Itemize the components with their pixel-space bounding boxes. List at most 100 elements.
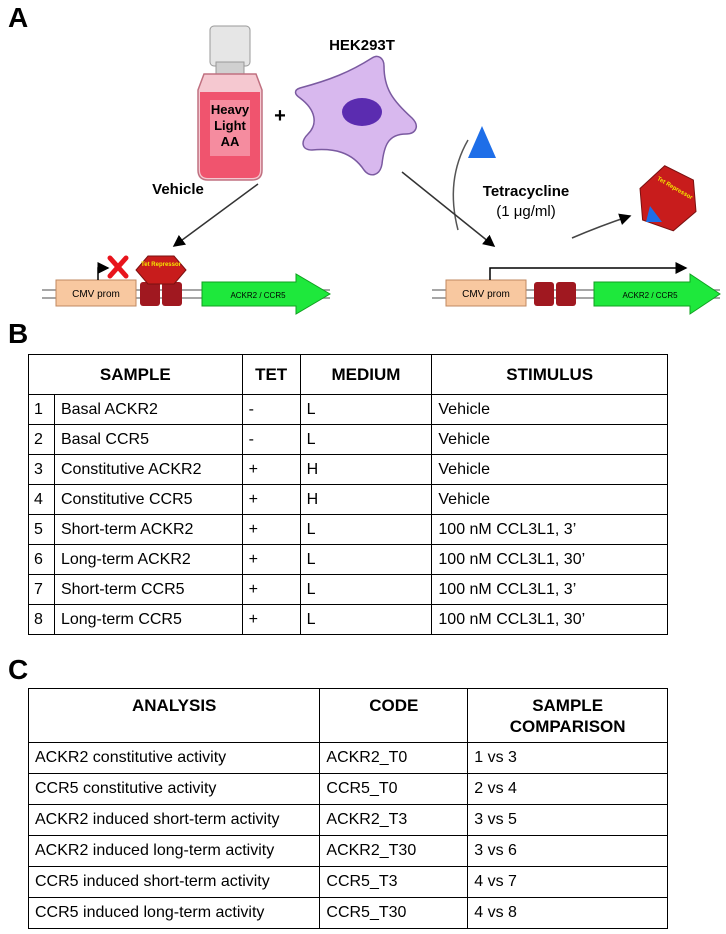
analysis-comparison: 3 vs 5 [467, 804, 668, 836]
table-row: ACKR2 induced short-term activity ACKR2_… [27, 804, 668, 836]
sample-name: Basal CCR5 [53, 424, 243, 455]
sample-number: 8 [28, 604, 55, 635]
tet-induction-diagram: Heavy Light AA + HEK293T Tetracycline (1… [42, 25, 721, 315]
bottle-neck [215, 61, 245, 75]
tss-arrow [97, 262, 110, 280]
construct-induced: CMV prom ACKR2 / CCR5 [432, 262, 721, 315]
tet-operator-1 [140, 282, 160, 306]
block-x-icon [107, 255, 129, 279]
transcription-arrow [489, 262, 688, 280]
header-sample-comparison: SAMPLE COMPARISON [467, 688, 668, 743]
sample-name: Basal ACKR2 [53, 394, 243, 425]
bound-tetracycline-icon [646, 206, 662, 222]
table-row: 2 Basal CCR5 - L Vehicle [28, 424, 668, 455]
release-arrow [571, 213, 632, 239]
sample-stimulus: 100 nM CCL3L1, 3’ [431, 574, 668, 605]
sample-number: 2 [28, 424, 55, 455]
cmv-promoter-label-right: CMV prom [462, 289, 510, 300]
table-row: CCR5 constitutive activity CCR5_T0 2 vs … [27, 773, 668, 805]
sample-name: Short-term ACKR2 [53, 514, 243, 545]
sample-number: 4 [28, 484, 55, 515]
panel-label-a: A [8, 2, 29, 33]
sample-number: 6 [28, 544, 55, 575]
analysis-name: CCR5 induced long-term activity [27, 897, 321, 929]
sample-stimulus: 100 nM CCL3L1, 30’ [431, 604, 668, 635]
tet-operator-right-1 [534, 282, 554, 306]
table-row: 7 Short-term CCR5 + L 100 nM CCL3L1, 3’ [28, 574, 668, 605]
vehicle-arrow [172, 183, 259, 247]
header-stimulus: STIMULUS [431, 354, 668, 395]
panel-label-c: C [8, 654, 29, 685]
analysis-code: CCR5_T3 [319, 866, 469, 898]
analysis-name: CCR5 constitutive activity [27, 773, 321, 805]
header-medium: MEDIUM [299, 354, 433, 395]
sample-tet: - [241, 424, 301, 455]
plus-sign: + [274, 105, 286, 127]
analysis-comparison: 4 vs 7 [467, 866, 668, 898]
sample-name: Short-term CCR5 [53, 574, 243, 605]
sample-medium: L [299, 514, 433, 545]
analysis-table-header-row: ANALYSIS CODE SAMPLE COMPARISON [27, 688, 668, 743]
released-repressor-hexagon [639, 165, 697, 232]
sample-number: 7 [28, 574, 55, 605]
sample-medium: L [299, 604, 433, 635]
sample-stimulus: Vehicle [431, 484, 668, 515]
analysis-code: CCR5_T30 [319, 897, 469, 929]
table-row: 1 Basal ACKR2 - L Vehicle [28, 394, 668, 425]
bottle-label-light: Light [214, 118, 246, 133]
sample-medium: H [299, 484, 433, 515]
bottle-label-heavy: Heavy [211, 102, 250, 117]
sample-tet: + [241, 574, 301, 605]
sample-medium: L [299, 574, 433, 605]
sample-tet: + [241, 604, 301, 635]
analysis-comparison: 1 vs 3 [467, 742, 668, 774]
sample-number: 3 [28, 454, 55, 485]
table-row: ACKR2 constitutive activity ACKR2_T0 1 v… [27, 742, 668, 774]
tetracycline-arrow [401, 171, 496, 247]
header-sample-comparison-line1: SAMPLE [532, 695, 604, 715]
sample-stimulus: Vehicle [431, 454, 668, 485]
tetracycline-label: Tetracycline [483, 183, 569, 200]
analysis-comparison: 3 vs 6 [467, 835, 668, 867]
bound-tet-repressor [135, 255, 187, 285]
bound-repressor-label: Tet Repressor [141, 262, 182, 268]
analysis-comparison: 4 vs 8 [467, 897, 668, 929]
sample-medium: H [299, 454, 433, 485]
tetracycline-dose-label: (1 μg/ml) [496, 203, 555, 220]
gene-arrow-right [593, 273, 721, 315]
vehicle-label: Vehicle [152, 181, 204, 198]
bottle-label-aa: AA [221, 134, 240, 149]
header-code: CODE [319, 688, 469, 743]
bottle-label-panel [210, 100, 250, 156]
table-row: CCR5 induced long-term activity CCR5_T30… [27, 897, 668, 929]
sample-name: Long-term CCR5 [53, 604, 243, 635]
sample-tet: - [241, 394, 301, 425]
table-row: 4 Constitutive CCR5 + H Vehicle [28, 484, 668, 515]
sample-table-header-row: SAMPLE TET MEDIUM STIMULUS [28, 354, 668, 395]
analysis-code: CCR5_T0 [319, 773, 469, 805]
analysis-name: CCR5 induced short-term activity [27, 866, 321, 898]
cmv-promoter [55, 279, 137, 307]
analysis-name: ACKR2 induced short-term activity [27, 804, 321, 836]
construct-repressed: CMV prom Tet Repressor ACKR2 / CCR5 [42, 255, 331, 315]
sample-name: Long-term ACKR2 [53, 544, 243, 575]
analysis-table: ANALYSIS CODE SAMPLE COMPARISON ACKR2 co… [27, 688, 668, 929]
gene-label-left: ACKR2 / CCR5 [230, 291, 286, 300]
header-sample-comparison-line2: COMPARISON [509, 716, 626, 736]
sample-name: Constitutive CCR5 [53, 484, 243, 515]
sample-table: SAMPLE TET MEDIUM STIMULUS 1 Basal ACKR2… [28, 354, 668, 635]
sample-number: 1 [28, 394, 55, 425]
sample-medium: L [299, 544, 433, 575]
header-sample: SAMPLE [28, 354, 243, 395]
sample-tet: + [241, 454, 301, 485]
analysis-comparison: 2 vs 4 [467, 773, 668, 805]
sample-tet: + [241, 544, 301, 575]
analysis-code: ACKR2_T30 [319, 835, 469, 867]
tetracycline-molecule-icon [468, 126, 496, 158]
sample-stimulus: 100 nM CCL3L1, 3’ [431, 514, 668, 545]
cell-line-label: HEK293T [329, 37, 395, 54]
sample-stimulus: 100 nM CCL3L1, 30’ [431, 544, 668, 575]
gene-label-right: ACKR2 / CCR5 [622, 291, 678, 300]
analysis-name: ACKR2 constitutive activity [27, 742, 321, 774]
sample-stimulus: Vehicle [431, 394, 668, 425]
